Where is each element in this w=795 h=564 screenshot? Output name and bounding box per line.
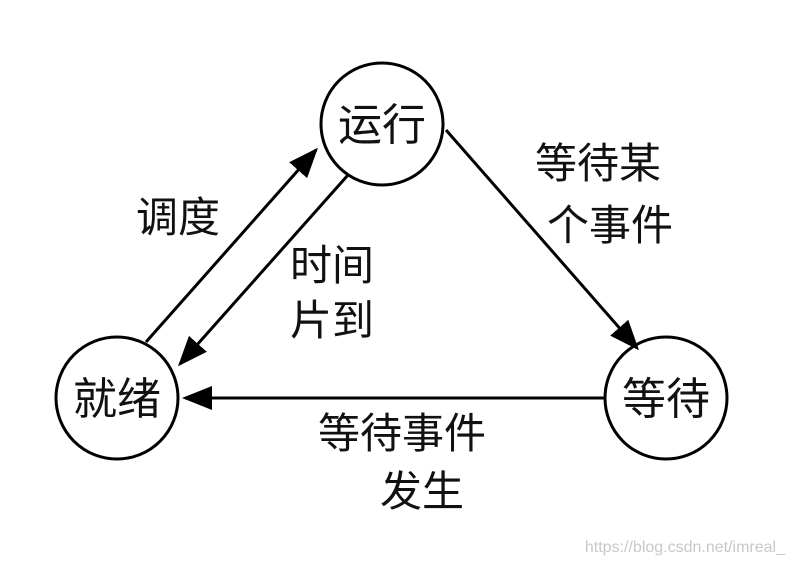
node-ready-label: 就绪: [73, 374, 161, 425]
edge-label-event-occurs-line1: 等待事件: [318, 409, 486, 458]
node-waiting-label: 等待: [622, 374, 710, 425]
edge-label-wait-event-line1: 等待某: [535, 139, 661, 188]
edge-label-timeslice-line1: 时间: [290, 241, 374, 290]
node-running: 运行: [319, 61, 445, 187]
edge-label-timeslice-line2: 片到: [290, 296, 374, 345]
node-ready: 就绪: [54, 335, 180, 461]
edge-running-to-waiting: [444, 129, 639, 351]
edge-ready-to-running: [144, 147, 318, 343]
edge-label-event-occurs-line2: 发生: [380, 467, 464, 516]
node-running-label: 运行: [338, 100, 426, 151]
node-running-circle: [319, 61, 445, 187]
edge-label-schedule: 调度: [136, 193, 220, 242]
node-waiting: 等待: [603, 335, 729, 461]
edge-running-to-ready: [178, 174, 350, 367]
edge-label-wait-event-line2: 个事件: [547, 201, 673, 250]
watermark-text: https://blog.csdn.net/imreal_: [585, 539, 786, 556]
node-ready-circle: [54, 335, 180, 461]
